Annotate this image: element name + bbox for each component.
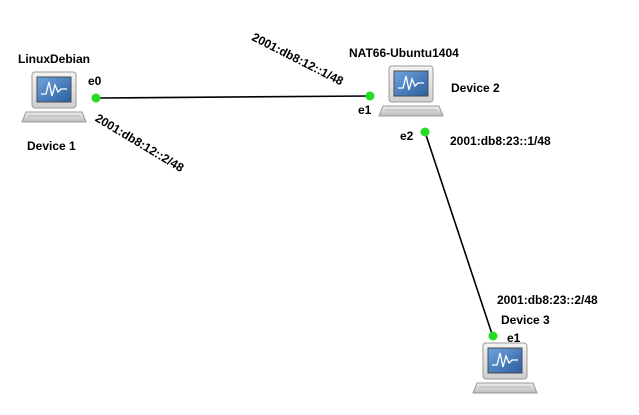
device2-port-label: e2: [400, 129, 414, 143]
port-status-dot[interactable]: [420, 127, 430, 137]
link-address-label: 2001:db8:23::2/48: [497, 293, 598, 307]
port-status-dot[interactable]: [91, 93, 101, 103]
port-status-dot[interactable]: [488, 331, 498, 341]
link-device2-device3[interactable]: [424, 131, 494, 338]
device2-port-label: e1: [358, 103, 372, 117]
device2-computer-icon[interactable]: [378, 65, 444, 117]
device2-hostname-label: NAT66-Ubuntu1404: [349, 46, 459, 60]
device3-device-label: Device 3: [501, 313, 550, 327]
device2-device-label: Device 2: [451, 81, 500, 95]
device1-port-label: e0: [88, 74, 102, 88]
link-device1-device2[interactable]: [95, 95, 371, 99]
port-status-dot[interactable]: [365, 91, 375, 101]
device1-device-label: Device 1: [27, 139, 76, 153]
device1-hostname-label: LinuxDebian: [18, 52, 91, 66]
device3-port-label: e1: [507, 331, 521, 345]
device3-computer-icon[interactable]: [472, 342, 538, 394]
device1-computer-icon[interactable]: [21, 71, 87, 123]
link-address-label: 2001:db8:23::1/48: [450, 134, 551, 148]
